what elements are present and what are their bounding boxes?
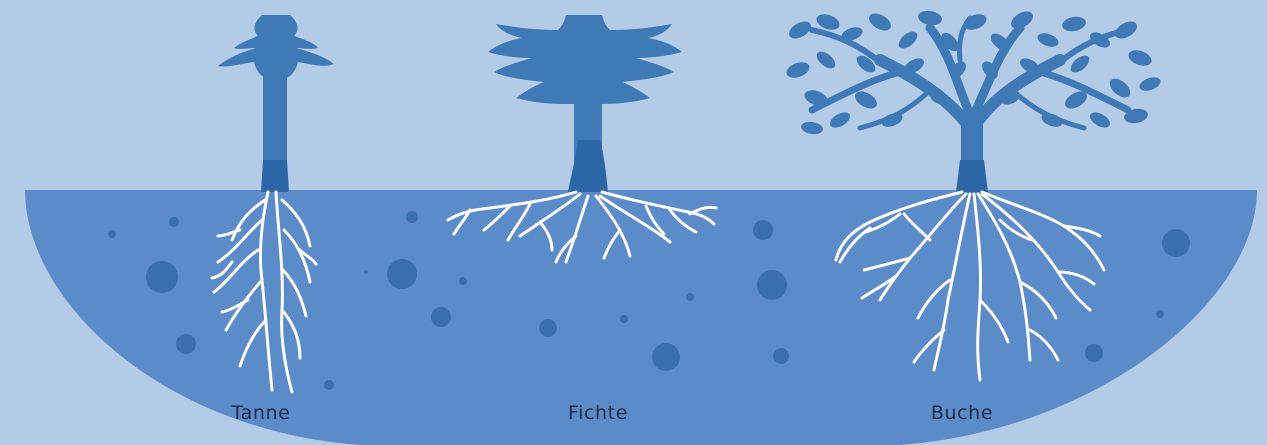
tanne-trunk-base [261, 160, 289, 192]
leaf [1061, 15, 1087, 33]
leaf [1126, 47, 1153, 68]
leaf [1036, 31, 1061, 50]
leaf [814, 48, 839, 71]
stone [459, 277, 467, 285]
stone [757, 270, 787, 300]
leaf [866, 10, 894, 34]
stone [169, 217, 179, 227]
leaf [827, 109, 852, 130]
stone [406, 211, 418, 223]
stone [1156, 310, 1164, 318]
leaf [800, 120, 824, 136]
stone [1162, 229, 1190, 257]
leaf [786, 18, 814, 42]
stone [652, 343, 680, 371]
leaf [1087, 109, 1112, 130]
label-fichte: Fichte [498, 402, 698, 424]
label-tanne: Tanne [161, 402, 361, 424]
leaf [784, 59, 811, 80]
stone [364, 270, 368, 274]
stone [1085, 344, 1103, 362]
leaf [1112, 18, 1140, 42]
stone [431, 307, 451, 327]
stone [108, 230, 116, 238]
leaf [896, 28, 921, 51]
stone [324, 380, 334, 390]
leaf [917, 9, 943, 27]
tanne-crown [218, 15, 334, 78]
leaf [1106, 75, 1133, 101]
buche-trunk-base [956, 160, 988, 192]
stone [176, 334, 196, 354]
fichte-crown [488, 15, 682, 104]
leaf [1138, 75, 1163, 94]
stone [146, 261, 178, 293]
stone [753, 220, 773, 240]
stone [773, 348, 789, 364]
stone [387, 259, 417, 289]
stone [686, 293, 694, 301]
stone [539, 319, 557, 337]
label-buche: Buche [862, 402, 1062, 424]
stone [620, 315, 628, 323]
